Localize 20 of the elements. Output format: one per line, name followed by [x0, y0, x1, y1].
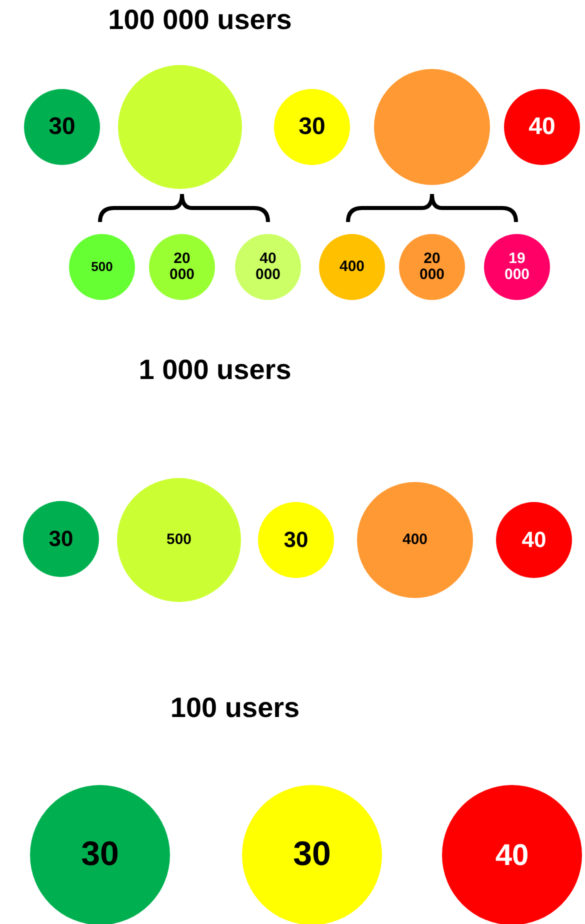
value-circle: 30 [24, 89, 100, 165]
section-heading: 100 000 users [108, 4, 292, 36]
value-circle: 30 [258, 502, 334, 578]
value-circle: 30 [23, 501, 99, 577]
value-circle: 40 [504, 89, 580, 165]
value-circle: 40 [496, 502, 572, 578]
value-circle: 400 [319, 234, 385, 300]
value-circle: 30 [242, 785, 382, 924]
value-circle: 500 [69, 234, 135, 300]
value-circle: 20 000 [399, 234, 465, 300]
section-heading: 1 000 users [138, 354, 292, 386]
value-circle: 500 [117, 478, 241, 602]
value-circle: 400 [357, 482, 473, 598]
value-circle: 30 [30, 785, 170, 924]
value-circle: 19 000 [484, 234, 550, 300]
section-heading: 100 users [170, 692, 300, 724]
value-circle: 40 000 [235, 234, 301, 300]
value-circle: 40 [442, 785, 582, 924]
value-circle: 20 000 [149, 234, 215, 300]
value-circle: 30 [274, 89, 350, 165]
